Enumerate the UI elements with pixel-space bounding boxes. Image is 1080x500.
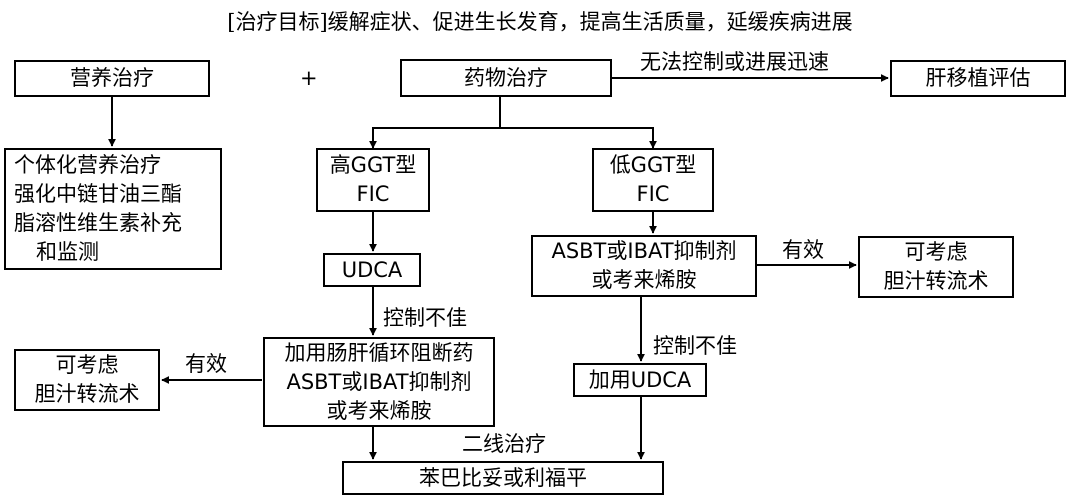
plus-sign: + bbox=[300, 66, 318, 90]
node-add-enterohepatic-blocker: 加用肠肝循环阻断药 ASBT或IBAT抑制剂 或考来烯胺 bbox=[263, 337, 495, 427]
edge-label-uncontrolled: 无法控制或进展迅速 bbox=[640, 50, 829, 74]
edge-label-effective-right: 有效 bbox=[782, 238, 824, 262]
node-drug-therapy: 药物治疗 bbox=[400, 59, 612, 97]
node-biliary-diversion-left: 可考虑 胆汁转流术 bbox=[14, 349, 160, 411]
node-asbt-ibat-low: ASBT或IBAT抑制剂 或考来烯胺 bbox=[531, 235, 757, 297]
edge-drug-split bbox=[369, 97, 501, 149]
edge-label-second-line: 二线治疗 bbox=[462, 432, 546, 456]
node-nutrition-therapy: 营养治疗 bbox=[14, 60, 210, 97]
node-second-line-drugs: 苯巴比妥或利福平 bbox=[342, 461, 664, 495]
edge-label-poor-control-right: 控制不佳 bbox=[653, 334, 737, 358]
node-low-ggt-fic: 低GGT型 FIC bbox=[592, 148, 714, 212]
node-biliary-diversion-right: 可考虑 胆汁转流术 bbox=[858, 236, 1014, 298]
edge-label-poor-control-left: 控制不佳 bbox=[383, 306, 467, 330]
node-nutrition-detail: 个体化营养治疗 强化中链甘油三酯 脂溶性维生素补充 和监测 bbox=[4, 148, 222, 270]
edge-drug-split-right bbox=[500, 127, 654, 148]
edge-label-effective-left: 有效 bbox=[185, 352, 227, 376]
node-high-ggt-fic: 高GGT型 FIC bbox=[316, 148, 430, 212]
node-add-udca: 加用UDCA bbox=[573, 363, 707, 397]
node-udca: UDCA bbox=[323, 253, 421, 287]
diagram-title: [治疗目标]缓解症状、促进生长发育，提高生活质量，延缓疾病进展 bbox=[227, 10, 853, 34]
node-liver-transplant-evaluation: 肝移植评估 bbox=[890, 60, 1066, 97]
